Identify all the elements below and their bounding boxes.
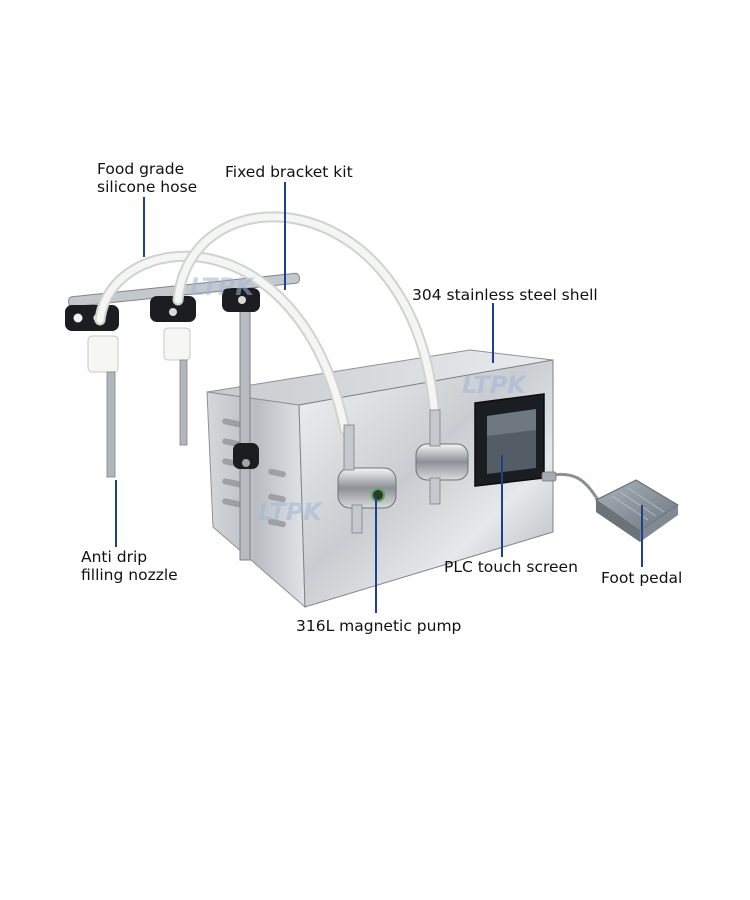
callout-foot-pedal: Foot pedal: [601, 569, 683, 587]
bar-clamp-left: [65, 305, 119, 331]
magnetic-pump: [337, 409, 469, 534]
callout-silicone-hose: Food grade silicone hose: [97, 160, 198, 196]
silicone-hose: [94, 211, 441, 436]
bracket-pole: [239, 299, 251, 561]
callout-nozzle: Anti drip filling nozzle: [81, 548, 178, 584]
callout-steel-shell: 304 stainless steel shell: [412, 286, 598, 304]
watermark-text: LTPK: [258, 498, 324, 526]
filling-nozzle: [87, 327, 191, 478]
watermark-text: LTPK: [190, 273, 256, 301]
callout-magnetic-pump: 316L magnetic pump: [296, 617, 462, 635]
leader-lines: [115, 182, 643, 613]
callout-touch-screen: PLC touch screen: [444, 558, 578, 576]
callout-bracket-kit: Fixed bracket kit: [225, 163, 353, 181]
foot-pedal-icon: [595, 479, 679, 542]
filling-machine-icon: LTPK LTPK LTPK: [65, 211, 600, 609]
plc-touch-screen: [474, 393, 545, 487]
pole-clamp: [233, 443, 259, 469]
watermark-text: LTPK: [462, 371, 528, 399]
